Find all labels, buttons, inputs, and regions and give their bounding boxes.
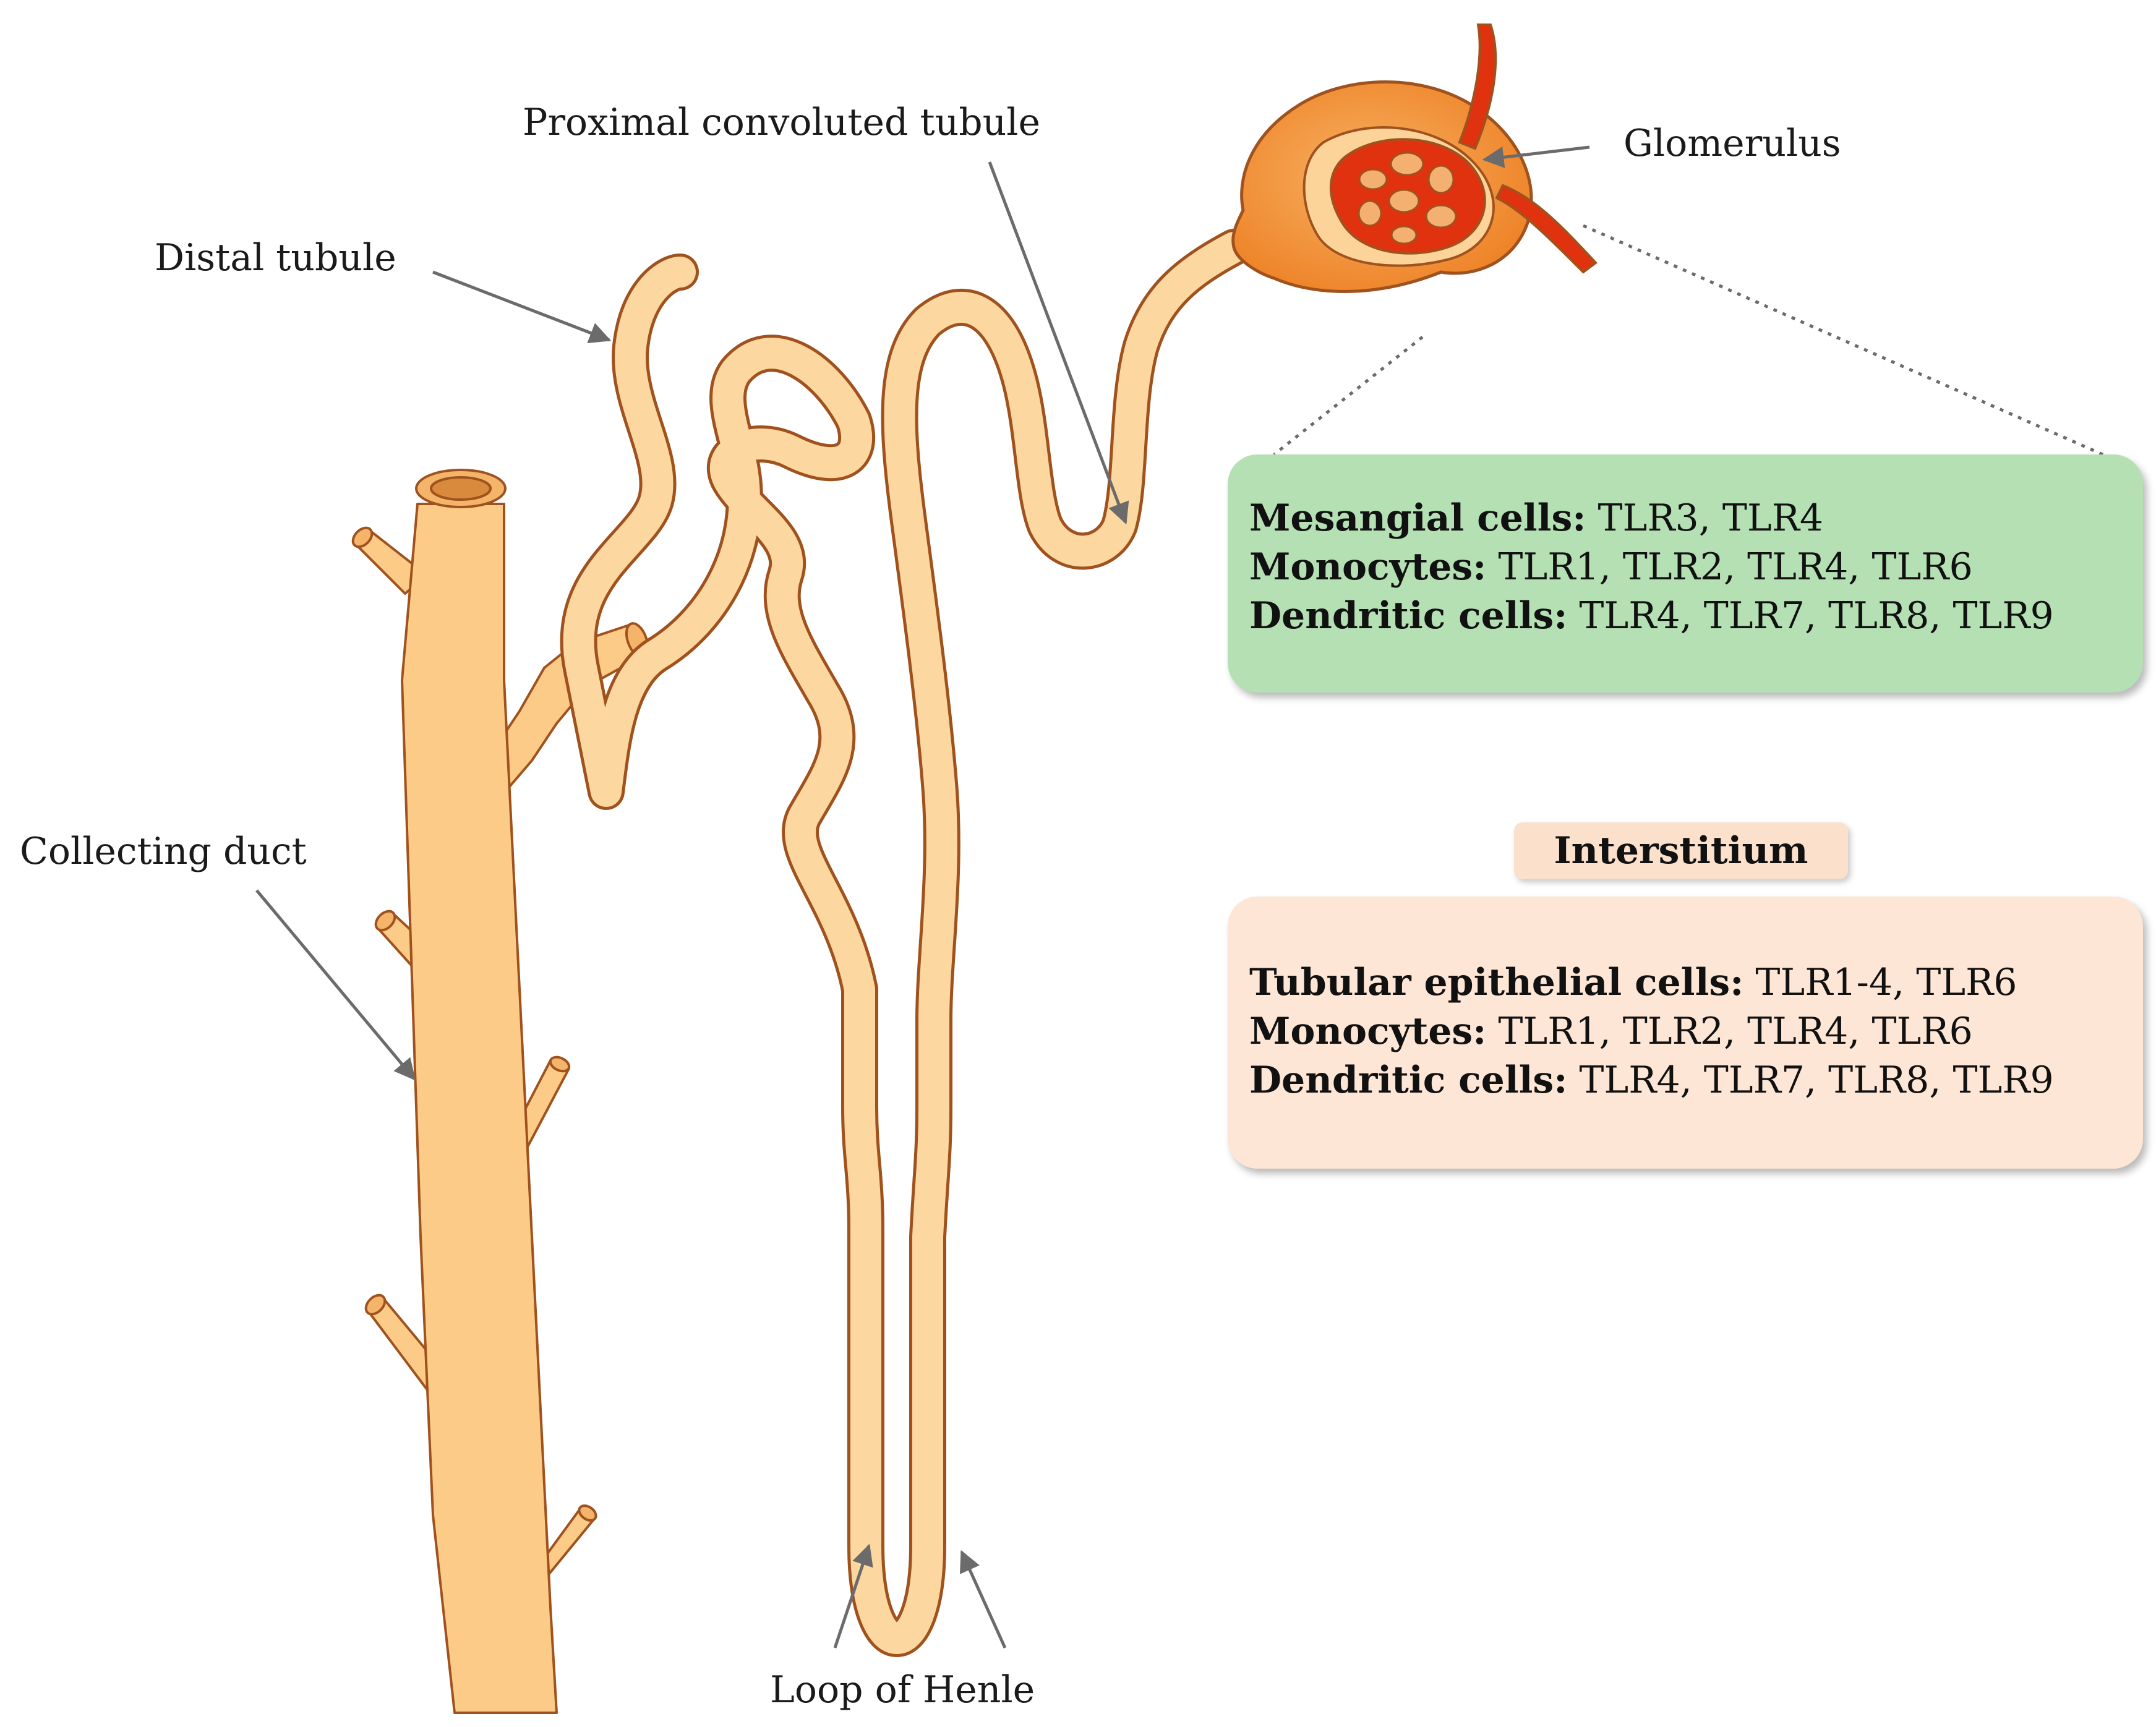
cell-type: Dendritic cells: [1249,594,1568,638]
glomerulus-label: Glomerulus [1623,122,1841,165]
cell-type: Monocytes: [1249,545,1487,589]
glomerulus [1231,23,1598,293]
glomerulus-tlr-box: Mesangial cells: TLR3, TLR4 Monocytes: T… [1228,454,2143,693]
tlr-list: TLR1, TLR2, TLR4, TLR6 [1486,1010,1973,1054]
tlr-list: TLR4, TLR7, TLR8, TLR9 [1567,594,2054,638]
loop-arrow-right [960,1550,1007,1649]
tlr-row: Tubular epithelial cells: TLR1-4, TLR6 [1249,958,2143,1007]
cell-type: Monocytes: [1249,1010,1487,1054]
interstitium-tlr-box: Tubular epithelial cells: TLR1-4, TLR6 M… [1228,897,2143,1169]
collecting-label: Collecting duct [20,830,307,873]
tlr-list: TLR1, TLR2, TLR4, TLR6 [1486,545,1973,589]
distal-label: Distal tubule [155,236,396,279]
loop-label: Loop of Henle [770,1668,1035,1712]
interstitium-title: Interstitium [1514,822,1848,879]
tlr-list: TLR1-4, TLR6 [1743,961,2017,1004]
collecting-arrow [255,889,416,1081]
cell-type: Dendritic cells: [1249,1059,1568,1102]
tlr-list: TLR4, TLR7, TLR8, TLR9 [1567,1059,2054,1102]
afferent-arteriole [1458,23,1497,150]
tlr-row: Mesangial cells: TLR3, TLR4 [1249,494,2143,543]
distal-arrow [432,270,612,343]
zoom-leaders [1273,224,2104,456]
cell-type: Tubular epithelial cells: [1249,961,1744,1004]
proximal-label: Proximal convoluted tubule [523,101,1040,144]
tlr-row: Dendritic cells: TLR4, TLR7, TLR8, TLR9 [1249,592,2143,641]
duct-openings [351,469,649,1522]
tlr-row: Monocytes: TLR1, TLR2, TLR4, TLR6 [1249,543,2143,592]
tlr-list: TLR3, TLR4 [1586,497,1824,540]
efferent-arteriole [1495,184,1598,274]
collecting-duct [351,469,649,1714]
duct-trunk [401,503,558,1714]
tlr-row: Dendritic cells: TLR4, TLR7, TLR8, TLR9 [1249,1056,2143,1105]
cell-type: Mesangial cells: [1249,497,1586,540]
glomerulus-arrow [1482,145,1590,168]
loop-arrow-left [833,1543,873,1648]
nephron-tubule [579,247,1234,1639]
capillary-lumens [1358,151,1457,245]
proximal-arrow [988,161,1129,525]
tlr-row: Monocytes: TLR1, TLR2, TLR4, TLR6 [1249,1007,2143,1056]
annotation-arrows [255,145,1590,1649]
